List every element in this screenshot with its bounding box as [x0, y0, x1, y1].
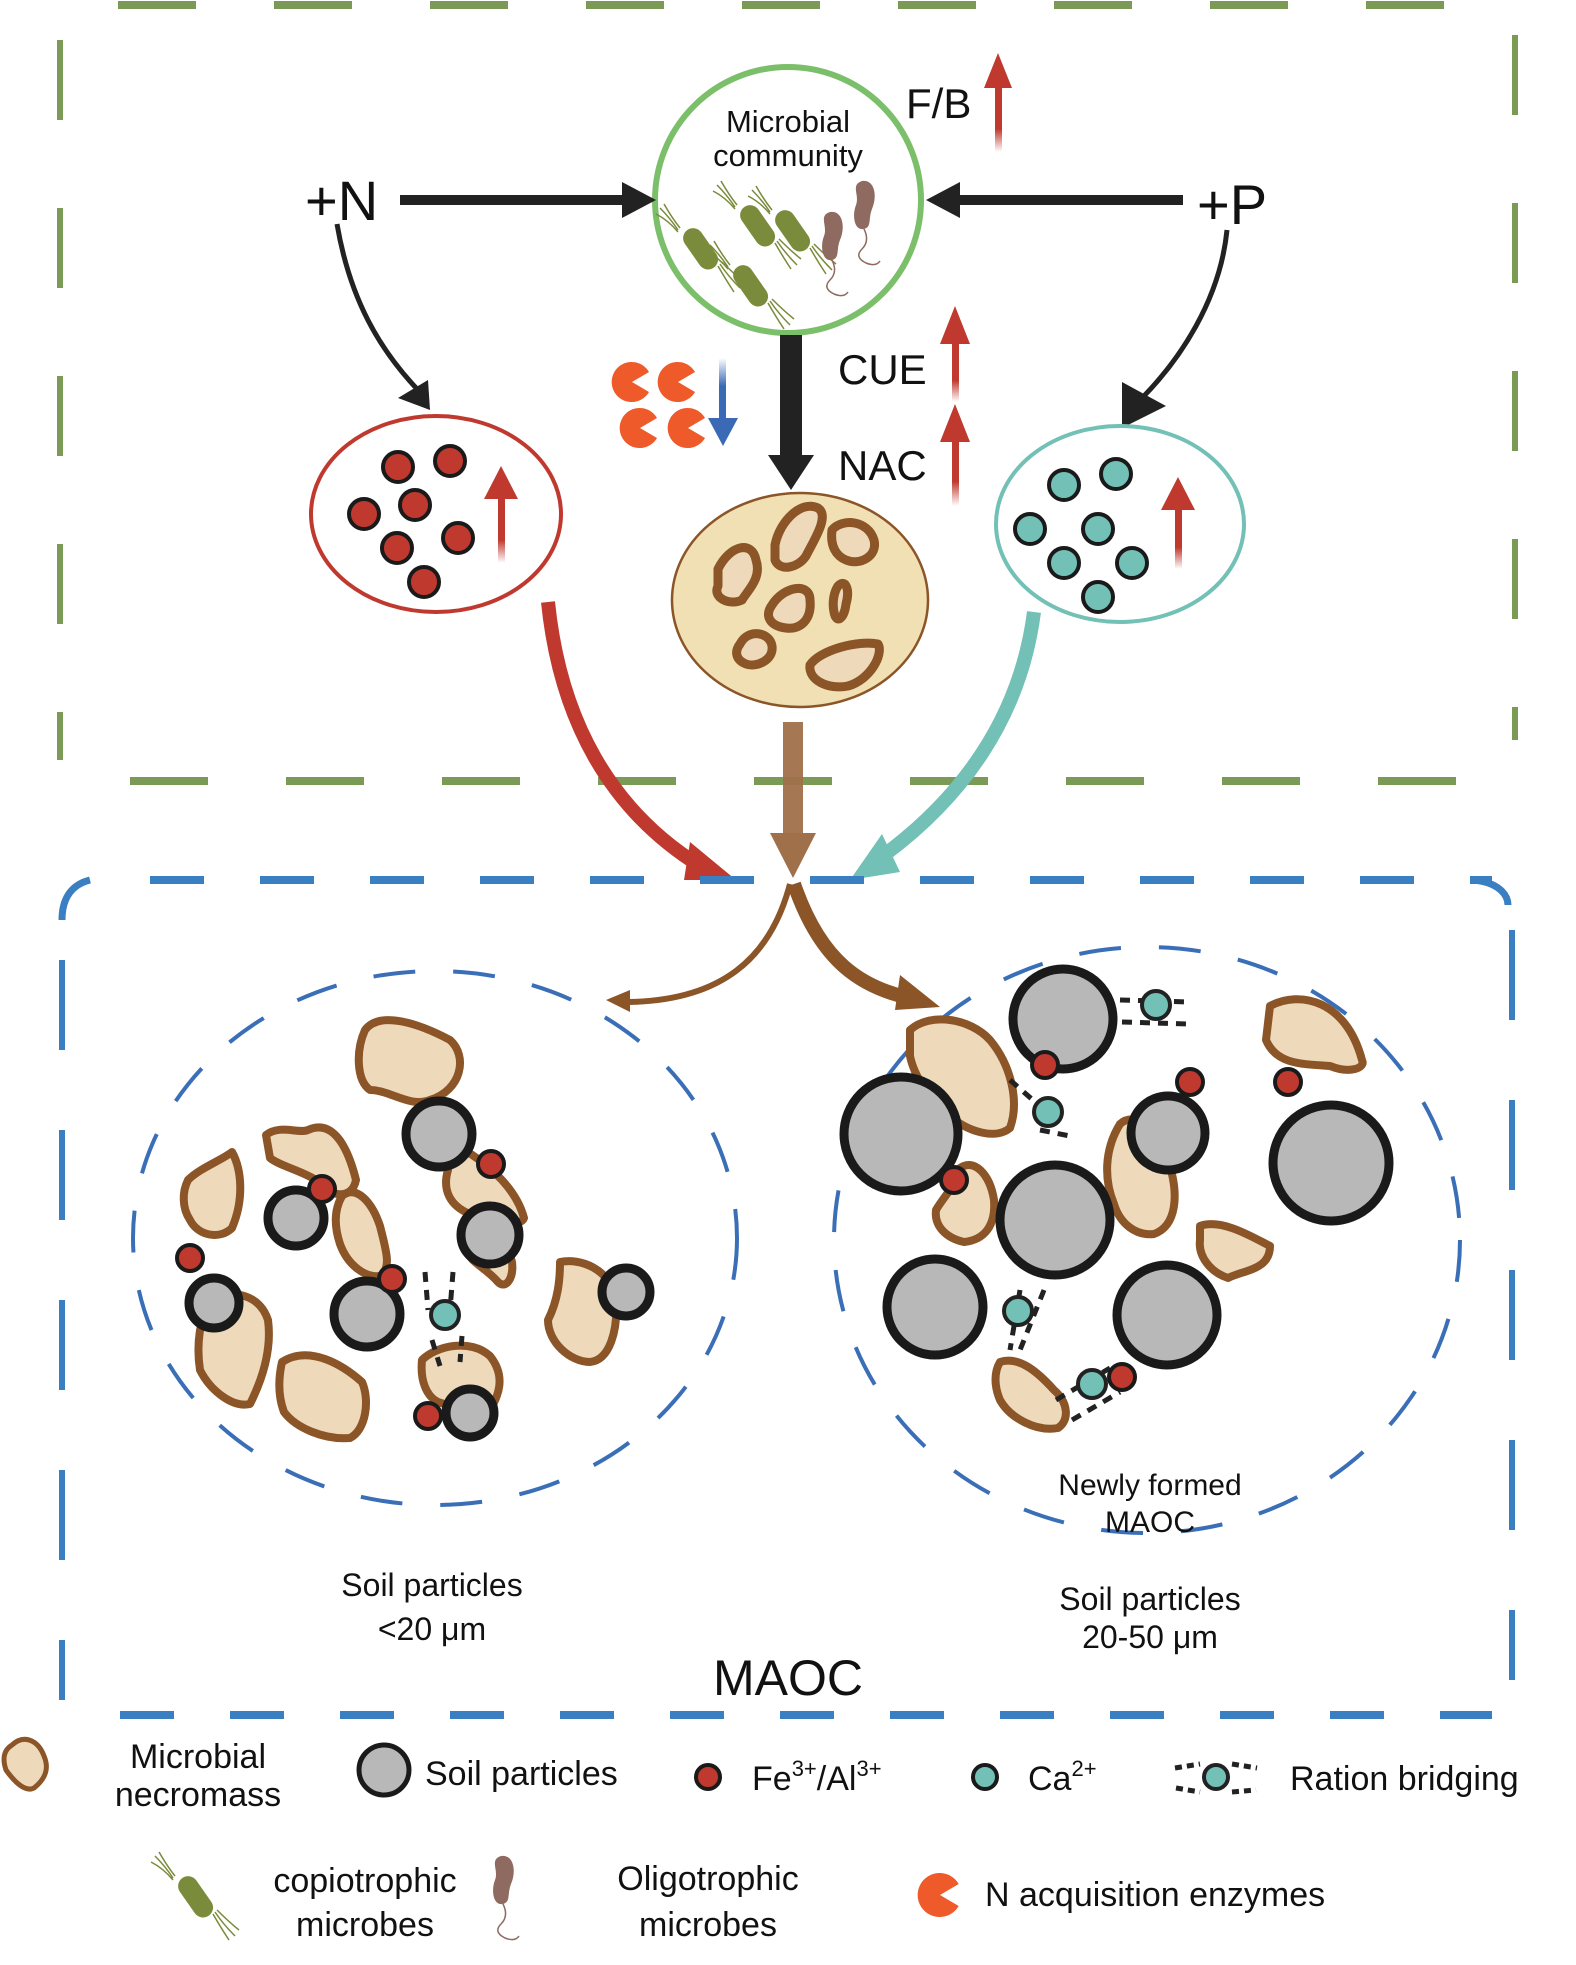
- new-maoc-label-line2: MAOC: [1105, 1506, 1195, 1539]
- legend-enzymes-label: N acquisition enzymes: [985, 1876, 1325, 1914]
- phosphorus-input-label: +P: [1197, 173, 1267, 236]
- oligotrophic-legend-icon: [492, 1855, 520, 1941]
- fe-al-legend-icon: [694, 1763, 722, 1791]
- enzyme-icon: [667, 408, 705, 448]
- ca-ion: [1140, 989, 1172, 1021]
- legend-copiotrophic-line2: microbes: [296, 1906, 434, 1944]
- enzyme-icon: [657, 362, 695, 402]
- legend-bridging-label: Ration bridging: [1290, 1760, 1519, 1798]
- enzyme-icon: [611, 362, 649, 402]
- legend-soil-particles-label: Soil particles: [425, 1755, 618, 1793]
- legend-necromass-line1: Microbial: [130, 1738, 266, 1776]
- ca-bridge-icon: [422, 1271, 465, 1367]
- necromass-legend-icon: [1, 1736, 49, 1792]
- microbial-necromass-pool: [670, 491, 930, 709]
- necromass-to-maoc-flow-arrow: [770, 722, 816, 878]
- maoc-split-arrow-large: [787, 881, 940, 1010]
- fe-al-pool: [309, 414, 563, 614]
- fe-al-increase-arrow-icon: [484, 466, 518, 563]
- small-particles-caption-line2: <20 μm: [378, 1611, 486, 1647]
- n-to-fe-al-pool-arrow: [334, 223, 430, 410]
- ca-bridge-icons: [1007, 997, 1191, 1423]
- legend-oligotrophic-line2: microbes: [639, 1906, 777, 1944]
- n-acquisition-enzymes-group: [611, 362, 705, 448]
- microbial-community-node: Microbial community: [652, 64, 924, 336]
- community-to-necromass-arrow: [768, 335, 814, 490]
- community-title-line1: Microbial: [726, 104, 850, 139]
- ca-pool: [994, 424, 1246, 624]
- nac-label: NAC: [838, 442, 927, 489]
- legend-oligotrophic: Oligotrophic microbes: [492, 1855, 799, 1944]
- maoc-split-arrow-small: [606, 883, 793, 1012]
- legend-necromass-line2: necromass: [115, 1776, 281, 1814]
- n-to-community-arrow: [400, 182, 656, 218]
- legend-bridging: Ration bridging: [1174, 1760, 1519, 1798]
- legend-fe-al: Fe3+/Al3+: [694, 1756, 882, 1798]
- aggregate-large-particles: [832, 945, 1462, 1535]
- fe-al-to-maoc-flow-arrow: [541, 601, 736, 880]
- enzyme-decrease-arrow-icon: [708, 358, 738, 446]
- copiotrophic-legend-icon: [150, 1851, 240, 1941]
- cue-increase-arrow-icon: [940, 306, 970, 402]
- ca-ion: [1002, 1295, 1034, 1327]
- legend: Microbial necromass Soil particles Fe3+/…: [1, 1736, 1519, 1944]
- aggregate-small-particles: [131, 969, 739, 1507]
- new-maoc-label-line1: Newly formed: [1058, 1469, 1241, 1502]
- legend-copiotrophic-line1: copiotrophic: [273, 1862, 456, 1900]
- fb-ratio-label: F/B: [906, 80, 971, 127]
- large-particles-caption-line2: 20-50 μm: [1082, 1619, 1218, 1655]
- community-title-line2: community: [713, 138, 863, 173]
- fb-increase-arrow-icon: [984, 53, 1012, 152]
- nitrogen-input-label: +N: [305, 169, 378, 232]
- ca-to-maoc-flow-arrow: [850, 611, 1041, 880]
- small-particles-caption-line1: Soil particles: [341, 1567, 522, 1603]
- ca-ion: [1076, 1368, 1108, 1400]
- ca-ion: [1032, 1096, 1064, 1128]
- maoc-frame-label: MAOC: [713, 1650, 863, 1706]
- nac-increase-arrow-icon: [940, 404, 970, 506]
- enzyme-legend-icon: [917, 1873, 959, 1917]
- legend-ca-label: Ca2+: [1028, 1756, 1097, 1798]
- ca-legend-icon: [971, 1763, 999, 1791]
- p-to-ca-pool-arrow: [1122, 229, 1230, 428]
- legend-ca: Ca2+: [971, 1756, 1097, 1798]
- legend-necromass: Microbial necromass: [1, 1736, 281, 1814]
- enzyme-icon: [619, 408, 657, 448]
- legend-fe-al-label: Fe3+/Al3+: [752, 1756, 882, 1798]
- legend-soil-particles: Soil particles: [356, 1742, 618, 1798]
- p-to-community-arrow: [926, 182, 1183, 218]
- ca-increase-arrow-icon: [1161, 477, 1195, 569]
- legend-copiotrophic: copiotrophic microbes: [150, 1851, 457, 1944]
- lower-frame-maoc: [58, 876, 1515, 1719]
- legend-enzymes: N acquisition enzymes: [917, 1873, 1325, 1917]
- ration-bridging-legend-icon: [1174, 1761, 1258, 1795]
- cue-label: CUE: [838, 346, 927, 393]
- soil-particle-legend-icon: [356, 1742, 412, 1798]
- large-particles-caption-line1: Soil particles: [1059, 1581, 1240, 1617]
- legend-oligotrophic-line1: Oligotrophic: [617, 1860, 798, 1898]
